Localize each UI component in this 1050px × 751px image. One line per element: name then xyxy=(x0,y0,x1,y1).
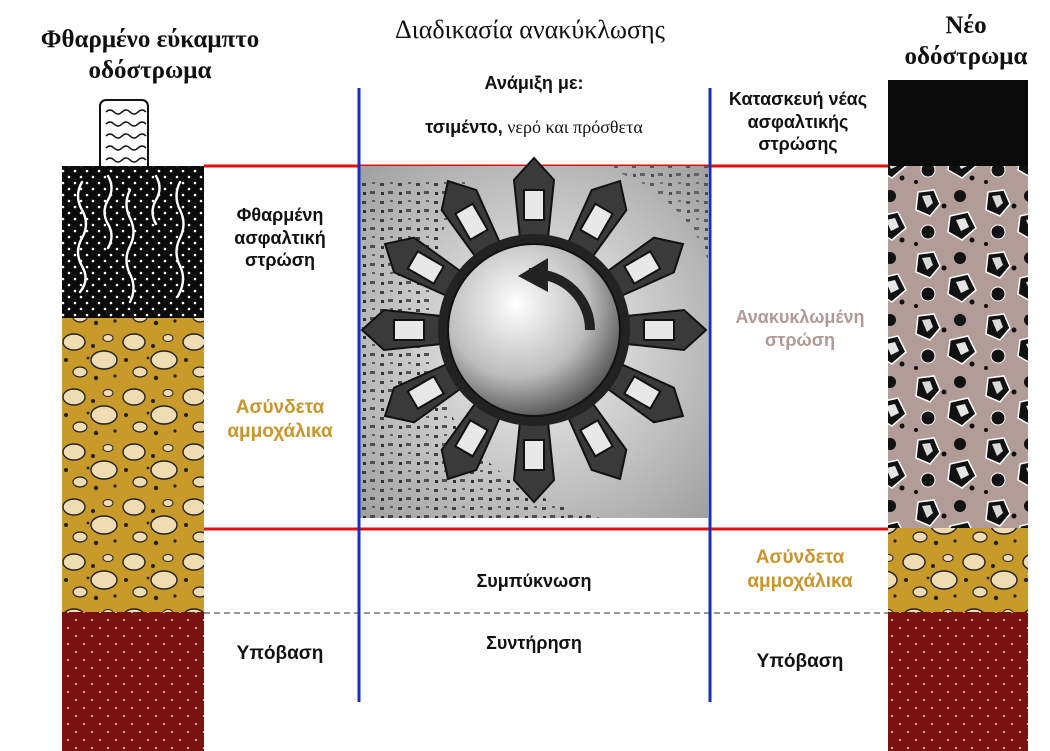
mix-water-additives: νερό και πρόσθετα xyxy=(503,117,643,137)
damaged-asphalt-label-line1: Φθαρμένη xyxy=(205,204,355,227)
mix-cement: τσιμέντο, xyxy=(425,117,503,137)
left-title-line2: οδόστρωμα xyxy=(0,55,300,86)
right-gravel-label: Ασύνδετα αμμοχάλικα xyxy=(712,546,888,594)
left-pavement-column xyxy=(62,100,204,751)
left-title-line1: Φθαρμένο εύκαμπτο xyxy=(0,24,300,55)
right-title: Νέο οδόστρωμα xyxy=(882,10,1050,73)
new-layer-label-line2: ασφαλτικής xyxy=(708,111,888,134)
mix-ingredients: τσιμέντο, νερό και πρόσθετα xyxy=(362,116,706,139)
damaged-asphalt-label-line3: στρώση xyxy=(205,249,355,272)
damaged-asphalt-label: Φθαρμένη ασφαλτική στρώση xyxy=(205,204,355,272)
right-gravel-label-line2: αμμοχάλικα xyxy=(712,570,888,594)
left-gravel-label-line2: αμμοχάλικα xyxy=(205,420,355,444)
center-title: Διαδικασία ανακύκλωσης xyxy=(340,14,720,47)
recycled-layer-label-line1: Ανακυκλωμένη xyxy=(712,306,888,329)
recycler-drum-illustration xyxy=(360,158,708,518)
new-asphalt-layer xyxy=(888,80,1028,166)
right-title-line2: οδόστρωμα xyxy=(882,41,1050,72)
mix-heading: Ανάμιξη με: xyxy=(362,72,706,95)
left-gravel-label-line1: Ασύνδετα xyxy=(205,396,355,420)
new-layer-label-line1: Κατασκευή νέας xyxy=(708,88,888,111)
right-subbase-label: Υπόβαση xyxy=(712,650,888,674)
right-title-line1: Νέο xyxy=(882,10,1050,41)
right-pavement-column xyxy=(888,80,1028,751)
recycled-layer-label-line2: στρώση xyxy=(712,329,888,352)
new-layer-label-line3: στρώσης xyxy=(708,133,888,156)
compaction-label: Συμπύκνωση xyxy=(362,570,706,593)
left-subbase-label: Υπόβαση xyxy=(205,642,355,666)
damaged-asphalt-label-line2: ασφαλτική xyxy=(205,227,355,250)
new-layer-label: Κατασκευή νέας ασφαλτικής στρώσης xyxy=(708,88,888,156)
left-gravel-label: Ασύνδετα αμμοχάλικα xyxy=(205,396,355,444)
recycled-layer-label: Ανακυκλωμένη στρώση xyxy=(712,306,888,351)
left-title: Φθαρμένο εύκαμπτο οδόστρωμα xyxy=(0,24,300,87)
maintenance-label: Συντήρηση xyxy=(362,632,706,655)
right-gravel-label-line1: Ασύνδετα xyxy=(712,546,888,570)
